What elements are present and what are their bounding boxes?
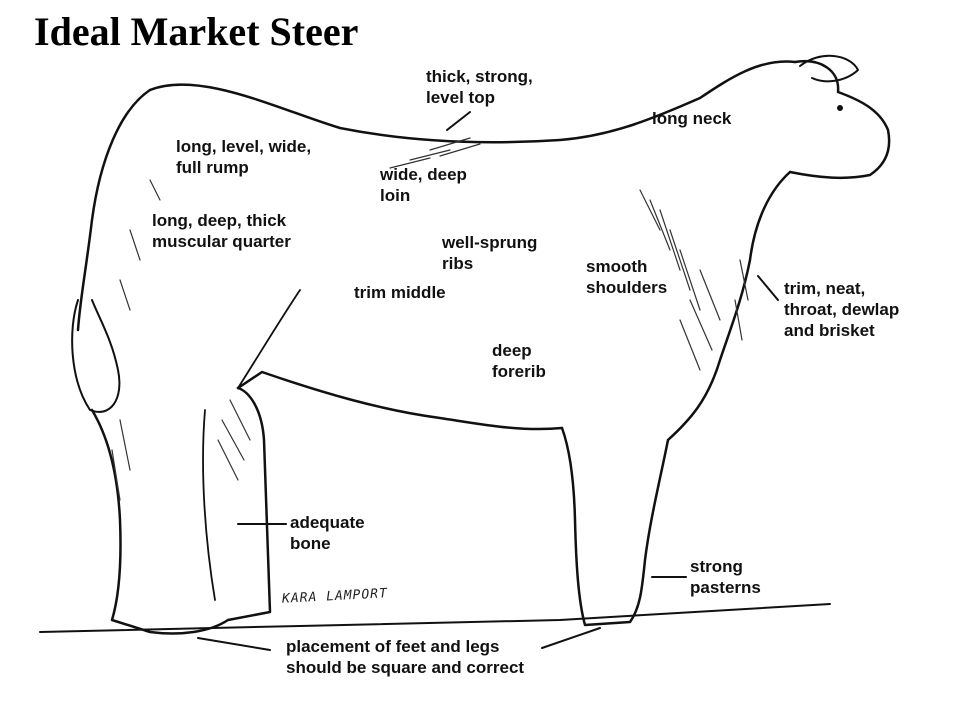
label-middle: trim middle bbox=[354, 282, 446, 303]
label-pasterns: strong pasterns bbox=[690, 556, 761, 598]
label-top-line-1: thick, strong, bbox=[426, 67, 533, 86]
label-quarter: long, deep, thick muscular quarter bbox=[152, 210, 291, 252]
label-quarter-line-2: muscular quarter bbox=[152, 232, 291, 251]
label-bone-line-2: bone bbox=[290, 534, 331, 553]
front-leg bbox=[560, 426, 670, 627]
label-rump: long, level, wide, full rump bbox=[176, 136, 311, 178]
topline bbox=[148, 60, 797, 144]
label-rump-line-1: long, level, wide, bbox=[176, 137, 312, 156]
label-forerib-line-1: deep bbox=[492, 341, 532, 360]
label-pasterns-line-1: strong bbox=[690, 557, 743, 576]
head bbox=[788, 60, 891, 180]
label-shoulders-line-1: smooth bbox=[586, 257, 648, 276]
hind-leg-inner bbox=[202, 409, 216, 601]
rump-outline bbox=[76, 88, 152, 332]
label-ribs: well-sprung ribs bbox=[442, 232, 537, 274]
label-neck: long neck bbox=[652, 108, 731, 129]
label-loin: wide, deep loin bbox=[380, 164, 467, 206]
throat-outline bbox=[666, 170, 792, 442]
label-loin-line-1: wide, deep bbox=[380, 165, 467, 184]
label-quarter-line-1: long, deep, thick bbox=[152, 211, 287, 230]
ear bbox=[799, 54, 859, 83]
label-loin-line-2: loin bbox=[380, 186, 411, 205]
label-top: thick, strong, level top bbox=[426, 66, 533, 108]
label-ribs-line-2: ribs bbox=[442, 254, 474, 273]
shading bbox=[111, 137, 749, 501]
label-top-line-2: level top bbox=[426, 88, 495, 107]
label-feet: placement of feet and legs should be squ… bbox=[286, 636, 524, 678]
label-shoulders: smooth shoulders bbox=[586, 256, 667, 298]
eye bbox=[837, 105, 843, 111]
hind-leg bbox=[90, 386, 272, 635]
label-bone-line-1: adequate bbox=[290, 513, 365, 532]
label-feet-line-2: should be square and correct bbox=[286, 658, 525, 677]
underline bbox=[236, 370, 564, 431]
label-forerib-line-2: forerib bbox=[492, 362, 546, 381]
label-ribs-line-1: well-sprung bbox=[442, 233, 538, 252]
label-rump-line-2: full rump bbox=[176, 158, 249, 177]
label-bone: adequate bone bbox=[290, 512, 365, 554]
label-throat-line-1: trim, neat, bbox=[784, 279, 866, 298]
diagram-title: Ideal Market Steer bbox=[34, 9, 359, 54]
label-neck-line-1: long neck bbox=[652, 109, 732, 128]
label-throat-line-2: throat, dewlap bbox=[784, 300, 900, 319]
ground-line bbox=[39, 603, 831, 633]
label-pasterns-line-2: pasterns bbox=[690, 578, 761, 597]
label-forerib: deep forerib bbox=[492, 340, 546, 382]
label-throat: trim, neat, throat, dewlap and brisket bbox=[784, 278, 899, 341]
tail bbox=[71, 299, 121, 413]
label-middle-line-1: trim middle bbox=[354, 283, 446, 302]
label-throat-line-3: and brisket bbox=[784, 321, 875, 340]
label-feet-line-1: placement of feet and legs bbox=[286, 637, 500, 656]
leader-lines bbox=[197, 111, 779, 651]
stifle bbox=[237, 289, 301, 389]
label-shoulders-line-2: shoulders bbox=[586, 278, 668, 297]
